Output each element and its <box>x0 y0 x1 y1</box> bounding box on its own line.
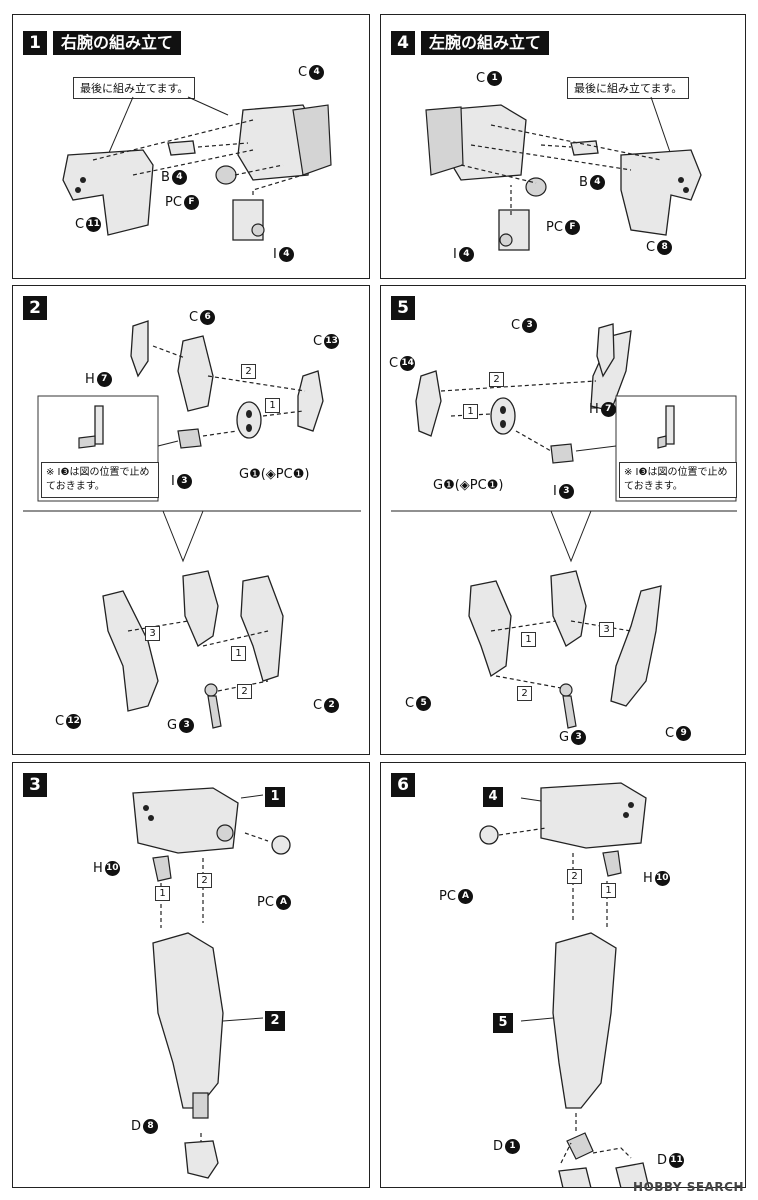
label-g1: G❶(◈PC❶) <box>239 467 310 482</box>
callout-note: 最後に組み立てます。 <box>567 77 690 99</box>
step-4-diagram <box>425 96 702 251</box>
note-text: ※ I❸は図の位置で止めておきます。 <box>619 462 737 498</box>
assembly-box-4: 4 <box>483 787 503 807</box>
order-1: 1 <box>463 404 478 419</box>
step-1-diagram <box>62 96 332 241</box>
step-number: 4 <box>391 31 415 55</box>
order-1b: 1 <box>231 646 246 661</box>
order-2: 2 <box>567 869 582 884</box>
watermark: HOBBY SEARCH <box>633 1180 744 1194</box>
step-title: 左腕の組み立て <box>421 31 550 55</box>
step-title: 右腕の組み立て <box>53 31 182 55</box>
step-5-diagram <box>391 323 737 729</box>
order-1: 1 <box>265 398 280 413</box>
order-2: 2 <box>489 372 504 387</box>
step-3-diagram <box>132 787 291 1179</box>
step-2-diagram <box>23 320 361 729</box>
step-number: 6 <box>391 773 415 797</box>
step-6-diagram <box>479 782 650 1187</box>
assembly-box-2: 2 <box>265 1011 285 1031</box>
step-number: 1 <box>23 31 47 55</box>
label-g1: G❶(◈PC❶) <box>433 478 504 493</box>
order-1: 1 <box>155 886 170 901</box>
order-1b: 1 <box>521 632 536 647</box>
order-2: 2 <box>197 873 212 888</box>
assembly-box-1: 1 <box>265 787 285 807</box>
order-3: 3 <box>599 622 614 637</box>
note-text: ※ I❸は図の位置で止めておきます。 <box>41 462 159 498</box>
order-2: 2 <box>241 364 256 379</box>
order-1: 1 <box>601 883 616 898</box>
step-number: 3 <box>23 773 47 797</box>
callout-note: 最後に組み立てます。 <box>73 77 196 99</box>
step-number: 5 <box>391 296 415 320</box>
order-2b: 2 <box>517 686 532 701</box>
order-2b: 2 <box>237 684 252 699</box>
order-3: 3 <box>145 626 160 641</box>
step-number: 2 <box>23 296 47 320</box>
assembly-box-5: 5 <box>493 1013 513 1033</box>
